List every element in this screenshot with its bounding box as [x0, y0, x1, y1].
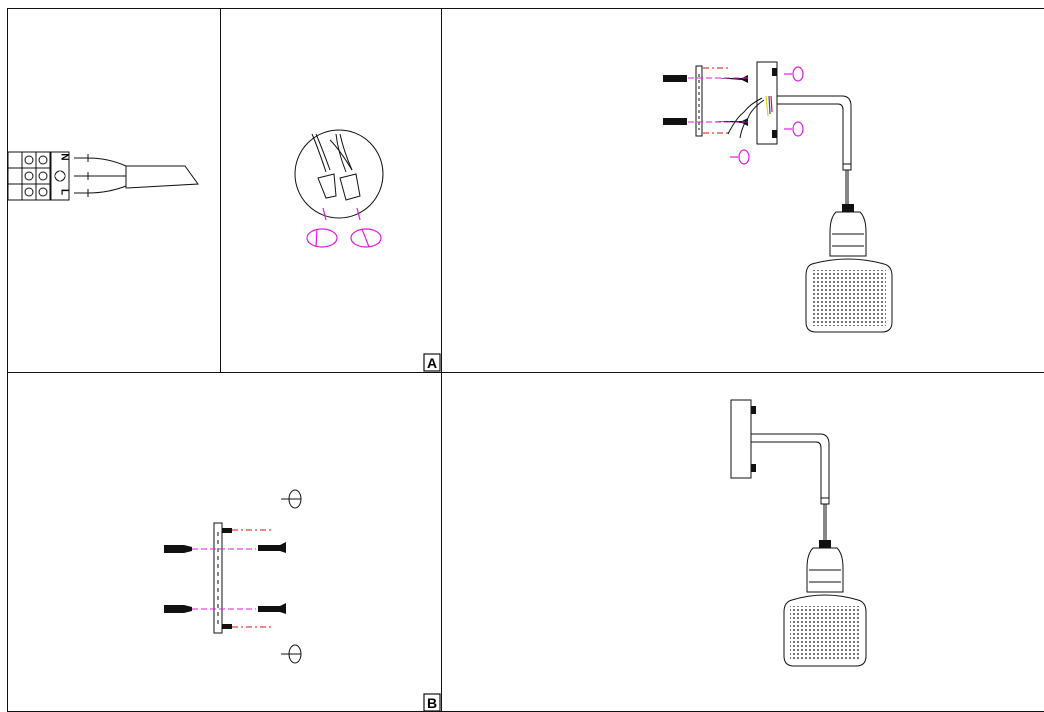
terminal-letter-l: L — [58, 189, 69, 195]
wire-leads — [74, 154, 199, 197]
panel-grid — [7, 8, 1044, 712]
lamp-canopy — [756, 61, 778, 145]
panel-wiring-terminal: N L — [7, 151, 199, 201]
lamp-shade — [783, 594, 867, 667]
screwdriver-icon — [281, 489, 302, 664]
wall-plate — [213, 522, 232, 634]
svg-text:B: B — [427, 695, 437, 711]
lamp-socket — [829, 204, 867, 257]
rotate-arrow-icon — [306, 207, 382, 248]
panel-wall-plate-fixing: B — [164, 489, 441, 712]
panel-tag-a: A — [423, 353, 441, 372]
panel-connector-detail: A — [294, 129, 441, 372]
lamp-arm — [777, 95, 852, 204]
wall-plate — [695, 65, 703, 137]
wire-nut-connectors — [311, 133, 361, 201]
earth-symbol-icon — [54, 170, 66, 182]
terminal-block — [7, 151, 70, 201]
wall-plug-icon — [663, 75, 687, 125]
screw-icon — [258, 542, 286, 614]
panel-tag-b: B — [423, 693, 441, 712]
terminal-letter-n: N — [58, 153, 69, 160]
panel-mounting-assembly — [663, 61, 893, 333]
screw-icon — [715, 75, 748, 126]
lamp-socket — [806, 540, 844, 593]
lamp-canopy — [730, 399, 756, 479]
supply-wires — [727, 95, 773, 139]
panel-finished-lamp — [730, 399, 867, 667]
svg-text:A: A — [427, 355, 437, 371]
screwdriver-icon — [730, 66, 804, 165]
wall-plug-icon — [164, 545, 192, 613]
lamp-shade — [805, 258, 893, 333]
lamp-arm — [751, 433, 830, 540]
